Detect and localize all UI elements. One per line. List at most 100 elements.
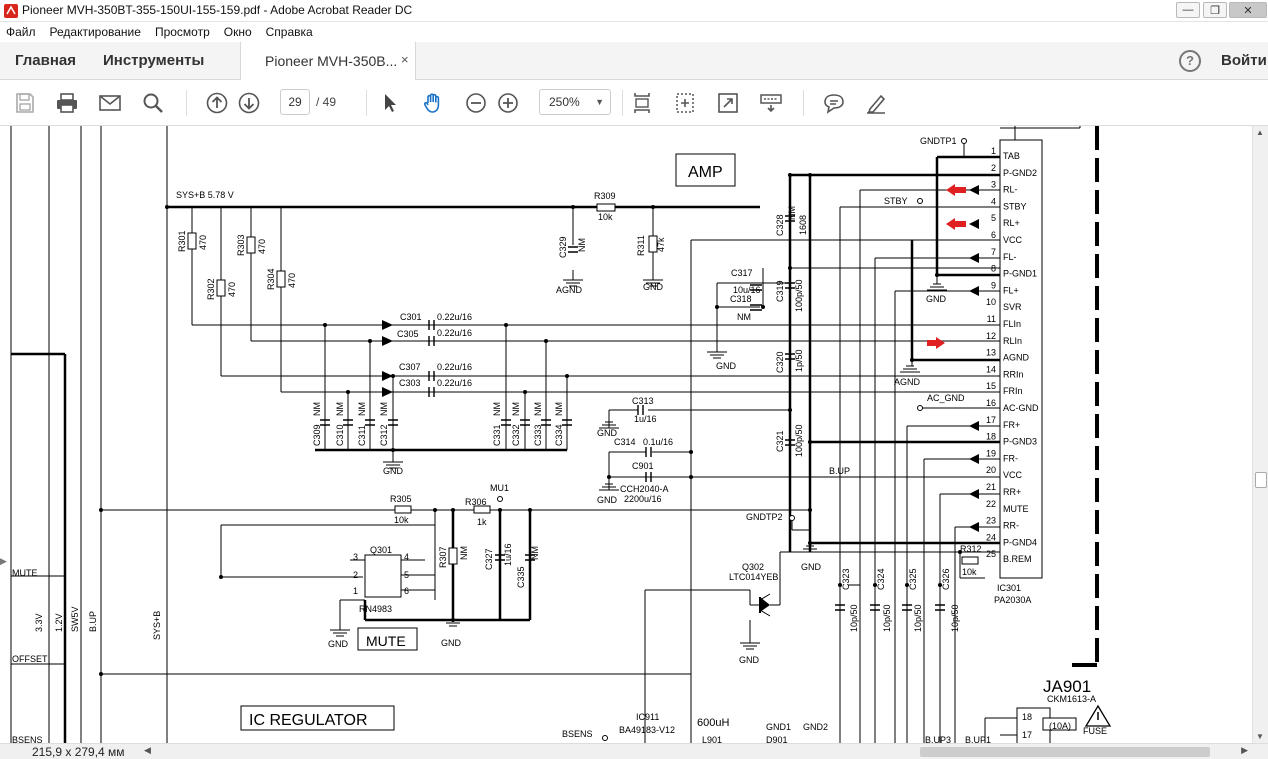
svg-text:GND: GND [597, 428, 618, 438]
comment-icon[interactable] [820, 89, 848, 117]
svg-text:AGND: AGND [894, 377, 921, 387]
svg-text:1k: 1k [477, 517, 487, 527]
print-icon[interactable] [53, 89, 81, 117]
panel-expand-icon[interactable]: ▶ [0, 556, 7, 566]
sign-in-button[interactable]: Войти [1221, 52, 1267, 69]
svg-text:10k: 10k [598, 212, 613, 222]
fuse-warning-icon [1084, 704, 1112, 727]
ic-pin-number: 21 [986, 482, 996, 492]
svg-text:RN4983: RN4983 [359, 604, 392, 614]
scroll-down-icon[interactable]: ▼ [1256, 732, 1264, 741]
save-icon[interactable] [11, 89, 39, 117]
menu-file[interactable]: Файл [6, 25, 36, 39]
svg-text:AGND: AGND [556, 285, 583, 295]
ic-pin-name: VCC [1003, 235, 1023, 245]
svg-text:4: 4 [404, 552, 409, 562]
next-page-icon[interactable] [235, 89, 263, 117]
full-screen-icon[interactable] [714, 89, 742, 117]
zoom-in-icon[interactable] [494, 89, 522, 117]
ic-pin-name: STBY [1003, 201, 1027, 211]
toolbar [0, 80, 1268, 126]
ic-pin-number: 22 [986, 499, 996, 509]
scroll-right-icon[interactable]: ▶ [1241, 745, 1248, 755]
ic-pin-name: AGND [1003, 353, 1030, 363]
ic-pin-number: 20 [986, 465, 996, 475]
svg-text:1u/16: 1u/16 [634, 414, 657, 424]
ic-pin-number: 7 [991, 247, 996, 257]
vertical-scroll-thumb[interactable] [1255, 472, 1267, 488]
ic-pin-number: 11 [987, 314, 996, 324]
ic-pin-name: B.REM [1003, 554, 1032, 564]
tab-document[interactable]: Pioneer MVH-350B... × [240, 42, 416, 81]
highlight-pen-icon[interactable] [862, 89, 890, 117]
horizontal-scrollbar[interactable]: ◀ ▶ [140, 745, 1252, 759]
ic301-body [999, 139, 1043, 579]
ic-pin-number: 16 [986, 398, 996, 408]
maximize-button[interactable]: ❐ [1203, 2, 1227, 18]
page-fit-icon[interactable] [628, 89, 656, 117]
email-icon[interactable] [96, 89, 124, 117]
menu-view[interactable]: Просмотр [154, 25, 210, 39]
ic-pin-number: 5 [991, 213, 996, 223]
svg-text:5: 5 [404, 570, 409, 580]
capacitor-symbols [320, 215, 945, 611]
close-window-button[interactable]: ✕ [1229, 2, 1267, 18]
svg-text:R305: R305 [390, 494, 412, 504]
menu-window[interactable]: Окно [223, 25, 252, 39]
previous-page-icon[interactable] [203, 89, 231, 117]
hand-tool-icon[interactable] [419, 89, 447, 117]
svg-text:100p/50: 100p/50 [794, 279, 804, 312]
document-view[interactable]: ▶ [0, 126, 1268, 743]
horizontal-scroll-thumb[interactable] [920, 747, 1210, 757]
svg-text:NM: NM [533, 402, 543, 416]
svg-text:GND: GND [801, 562, 822, 572]
title-bar: Pioneer MVH-350BT-355-150UI-155-159.pdf … [0, 0, 1268, 22]
svg-text:C310: C310 [335, 424, 345, 446]
ic-pin-number: 4 [991, 196, 996, 206]
svg-text:NM: NM [511, 402, 521, 416]
menu-edit[interactable]: Редактирование [49, 25, 141, 39]
svg-text:D901: D901 [766, 735, 788, 743]
search-icon[interactable] [139, 89, 167, 117]
svg-text:GNDTP2: GNDTP2 [746, 512, 783, 522]
svg-text:10p/50: 10p/50 [849, 604, 859, 632]
keyboard-icon[interactable] [757, 89, 785, 117]
svg-text:R309: R309 [594, 191, 616, 201]
svg-text:10p/50: 10p/50 [913, 604, 923, 632]
chevron-down-icon: ▼ [595, 97, 604, 107]
svg-text:10k: 10k [394, 515, 409, 525]
svg-text:IC911: IC911 [636, 712, 659, 722]
scroll-left-icon[interactable]: ◀ [144, 745, 151, 755]
tab-home[interactable]: Главная [15, 52, 77, 69]
component-symbols [187, 153, 1077, 743]
svg-text:C301: C301 [400, 312, 422, 322]
label-mute-block: MUTE [366, 633, 406, 649]
vertical-scrollbar[interactable]: ▲ ▼ [1252, 126, 1268, 743]
svg-text:Q301: Q301 [370, 545, 392, 555]
select-cursor-icon[interactable] [376, 89, 404, 117]
svg-text:NM: NM [530, 546, 540, 560]
scroll-up-icon[interactable]: ▲ [1256, 128, 1264, 137]
minimize-button[interactable]: — [1176, 2, 1200, 18]
zoom-out-icon[interactable] [462, 89, 490, 117]
menu-help[interactable]: Справка [265, 25, 313, 39]
close-tab-icon[interactable]: × [401, 52, 409, 67]
fit-width-icon[interactable] [671, 89, 699, 117]
svg-text:BA49183-V12: BA49183-V12 [619, 725, 675, 735]
ic-pin-name: P-GND4 [1003, 537, 1037, 547]
svg-text:470: 470 [257, 239, 267, 254]
help-icon[interactable]: ? [1179, 50, 1201, 72]
ic-pin-number: 17 [986, 415, 996, 425]
svg-text:C324: C324 [876, 568, 886, 590]
zoom-select[interactable]: 250%▼ [539, 89, 611, 115]
page-number-input[interactable]: 29 [280, 89, 310, 115]
svg-text:C901: C901 [632, 461, 654, 471]
ic-pin-number: 12 [986, 331, 996, 341]
tab-tools[interactable]: Инструменты [103, 52, 205, 69]
svg-text:C318: C318 [730, 294, 752, 304]
svg-text:PA2030A: PA2030A [994, 595, 1031, 605]
svg-text:C319: C319 [775, 280, 785, 302]
ic-pin-name: RL+ [1003, 218, 1020, 228]
svg-text:CCH2040-A: CCH2040-A [620, 484, 669, 494]
